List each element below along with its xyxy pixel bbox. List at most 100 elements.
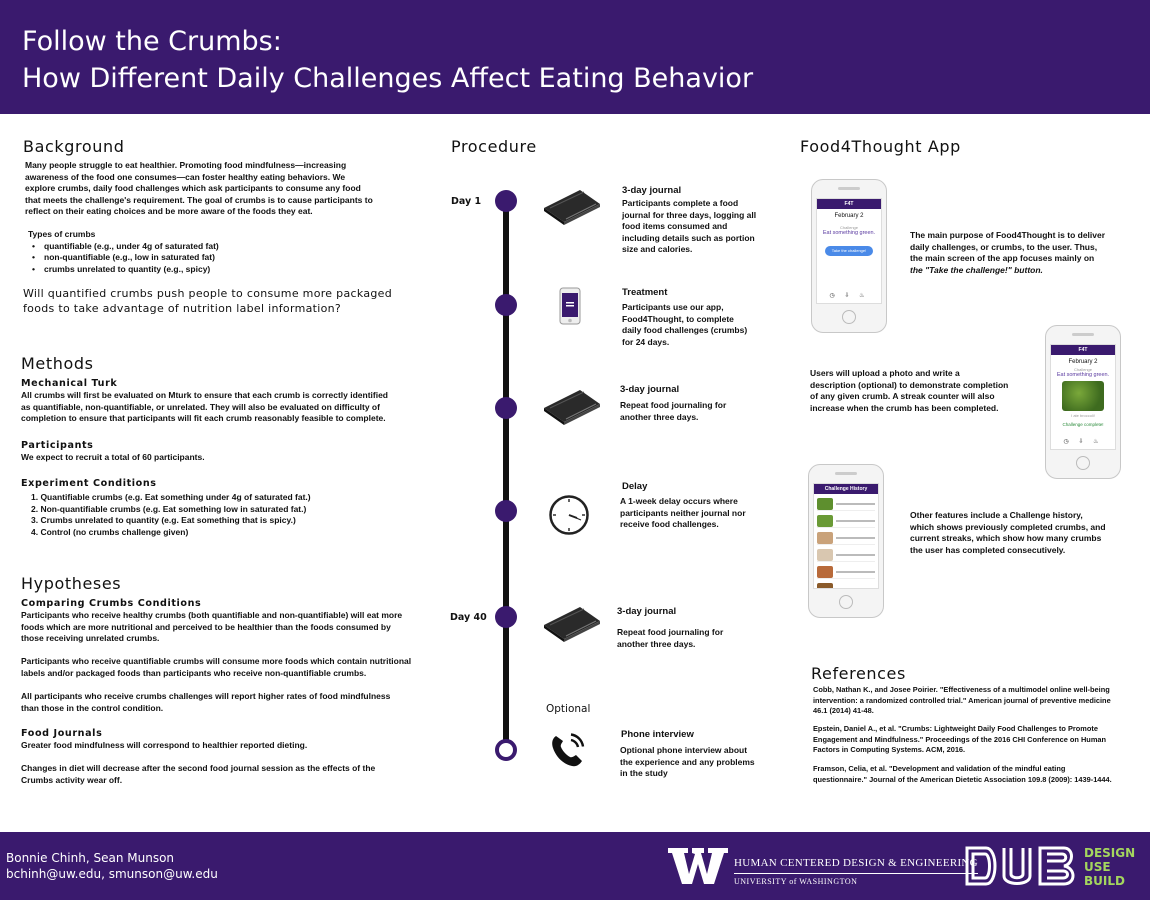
hypothesis-line: Greater food mindfulness will correspond… bbox=[21, 740, 308, 750]
hypotheses-heading: Hypotheses bbox=[21, 574, 122, 593]
background-intro-line: explore crumbs, daily food challenges wh… bbox=[25, 183, 361, 194]
app-text-line: current streaks, which show how many cru… bbox=[910, 533, 1102, 544]
app-text-line: the user has completed consecutively. bbox=[910, 544, 1066, 555]
step-description: Participants use our app, Food4Thought, … bbox=[622, 302, 748, 347]
dub-logo-icon bbox=[965, 846, 1075, 886]
participants-heading: Participants bbox=[21, 440, 94, 451]
phone-screenshot-history: Challenge History bbox=[808, 464, 884, 618]
photo-caption: I ate broccoli! bbox=[1071, 413, 1095, 418]
uw-w-logo-icon bbox=[668, 848, 728, 884]
poster-title-line1: Follow the Crumbs: bbox=[22, 26, 282, 57]
background-intro-line: awareness of the food one consumes—can f… bbox=[25, 171, 346, 182]
timeline-dot bbox=[495, 397, 517, 419]
list-item: 4. Control (no crumbs challenge given) bbox=[31, 526, 189, 537]
clock-icon bbox=[549, 495, 589, 535]
crumb-types-heading: Types of crumbs bbox=[28, 229, 96, 239]
timeline-dot-optional bbox=[495, 739, 517, 761]
app-text-line: which shows previously completed crumbs,… bbox=[910, 521, 1106, 532]
timeline-dot bbox=[495, 500, 517, 522]
app-text-line: daily challenges, or crumbs, to the user… bbox=[910, 241, 1098, 252]
mturk-text-line: completion to ensure that participants w… bbox=[21, 413, 386, 424]
app-bar: F4T bbox=[817, 199, 881, 209]
timeline-dot bbox=[495, 606, 517, 628]
research-question-line: foods to take advantage of nutrition lab… bbox=[23, 302, 342, 315]
reference-line: Framson, Celia, et al. "Development and … bbox=[813, 764, 1066, 773]
reference-line: Factors in Computing Systems. ACM, 2016. bbox=[813, 745, 966, 754]
dub-word: DESIGN bbox=[1084, 846, 1136, 860]
step-description: Repeat food journaling for another three… bbox=[620, 400, 727, 422]
day1-label: Day 1 bbox=[451, 196, 482, 207]
uw-department-name: HUMAN CENTERED DESIGN & ENGINEERING bbox=[734, 857, 978, 869]
author-block: Bonnie Chinh, Sean Munson bchinh@uw.edu,… bbox=[6, 850, 218, 882]
app-text-line: the "Take the challenge!" button. bbox=[910, 264, 1043, 275]
dub-tagline: DESIGN USE BUILD bbox=[1084, 846, 1135, 888]
screen-challenge: Eat something green. bbox=[1056, 372, 1110, 378]
screen-label: Challenge bbox=[839, 225, 858, 230]
timeline-dot bbox=[495, 294, 517, 316]
reference-line: Cobb, Nathan K., and Josee Poirier. "Eff… bbox=[813, 685, 1110, 694]
hypotheses-text: Participants who receive healthy crumbs … bbox=[21, 610, 441, 714]
challenge-complete-label: Challenge complete! bbox=[1062, 422, 1104, 427]
background-intro-line: reflect on their eating choices and be m… bbox=[25, 206, 313, 217]
journal-icon bbox=[544, 607, 600, 642]
uw-department-logo: HUMAN CENTERED DESIGN & ENGINEERING UNIV… bbox=[734, 857, 978, 886]
poster-header: Follow the Crumbs: How Different Daily C… bbox=[0, 0, 1150, 114]
mturk-text-line: as quantifiable, non-quantifiable, or un… bbox=[21, 401, 380, 412]
dub-word: USE bbox=[1084, 860, 1111, 874]
step-description: Repeat food journaling for another three… bbox=[617, 627, 724, 649]
procedure-heading: Procedure bbox=[451, 137, 537, 156]
step-description: A 1-week delay occurs where participants… bbox=[620, 496, 746, 530]
timeline-dot bbox=[495, 190, 517, 212]
hypothesis-line: than those in the control condition. bbox=[21, 702, 164, 713]
phone-screenshot-complete: F4T February 2 Challenge Eat something g… bbox=[1045, 325, 1121, 479]
poster-footer: Bonnie Chinh, Sean Munson bchinh@uw.edu,… bbox=[0, 832, 1150, 900]
journal-icon bbox=[544, 190, 600, 225]
step-title: Treatment bbox=[622, 287, 668, 298]
screen-date: February 2 bbox=[834, 213, 864, 219]
journal-icon bbox=[544, 390, 600, 425]
app-bar: F4T bbox=[1051, 345, 1115, 355]
step-description: Participants complete a food journal for… bbox=[622, 198, 757, 255]
conditions-heading: Experiment Conditions bbox=[21, 478, 157, 489]
hypothesis-line: Participants who receive quantifiable cr… bbox=[21, 656, 412, 667]
list-item: 3. Crumbs unrelated to quantity (e.g. Ea… bbox=[31, 515, 296, 526]
app-text-line: increase when the crumb has been complet… bbox=[810, 402, 999, 413]
author-names: Bonnie Chinh, Sean Munson bbox=[6, 851, 175, 865]
app-text-line: Other features include a Challenge histo… bbox=[910, 510, 1083, 520]
screen-label: Challenge bbox=[1073, 367, 1092, 372]
author-emails: bchinh@uw.edu, smunson@uw.edu bbox=[6, 867, 218, 881]
list-item: non-quantifiable (e.g., low in saturated… bbox=[28, 252, 428, 264]
list-item: crumbs unrelated to quantity (e.g., spic… bbox=[28, 264, 428, 276]
step-title: 3-day journal bbox=[617, 606, 677, 617]
day40-label: Day 40 bbox=[450, 612, 487, 623]
hypothesis-line: those receiving unrelated crumbs. bbox=[21, 633, 160, 644]
participants-text: We expect to recruit a total of 60 parti… bbox=[21, 452, 205, 462]
nav-icons: ◷ ⇩ ♨ bbox=[829, 293, 869, 299]
reference-item: Framson, Celia, et al. "Development and … bbox=[813, 764, 1143, 785]
reference-line: intervention: a randomized controlled tr… bbox=[813, 695, 1111, 705]
step-description: Optional phone interview about the exper… bbox=[620, 745, 755, 779]
list-item: quantifiable (e.g., under 4g of saturate… bbox=[28, 241, 428, 253]
conditions-list: 1. Quantifiable crumbs (e.g. Eat somethi… bbox=[21, 492, 441, 538]
step-title: Phone interview bbox=[621, 729, 694, 740]
hypothesis-line: labels and/or packaged foods than partic… bbox=[21, 667, 367, 678]
app-text-line: of any given crumb. A streak counter wil… bbox=[810, 391, 995, 402]
dub-word: BUILD bbox=[1084, 874, 1125, 888]
app-text-line: description (optional) to demonstrate co… bbox=[810, 379, 1009, 390]
research-question-line: Will quantified crumbs push people to co… bbox=[23, 287, 392, 300]
app-description-3: Other features include a Challenge histo… bbox=[910, 510, 1140, 556]
background-heading: Background bbox=[23, 137, 125, 156]
app-description-2: Users will upload a photo and write a de… bbox=[810, 368, 1030, 414]
crumb-types: Types of crumbs quantifiable (e.g., unde… bbox=[28, 229, 428, 275]
background-intro-line: Many people struggle to eat healthier. P… bbox=[25, 160, 347, 170]
reference-line: Epstein, Daniel A., et al. "Crumbs: Ligh… bbox=[813, 724, 1098, 733]
optional-label: Optional bbox=[546, 703, 591, 715]
screen-challenge: Eat something green. bbox=[822, 230, 876, 236]
hypothesis-line: All participants who receive crumbs chal… bbox=[21, 691, 391, 702]
reference-item: Cobb, Nathan K., and Josee Poirier. "Eff… bbox=[813, 685, 1143, 717]
step-title: Delay bbox=[622, 481, 648, 492]
phone-app-icon bbox=[559, 287, 581, 325]
uw-university-name: UNIVERSITY of WASHINGTON bbox=[734, 873, 978, 886]
poster-title-line2: How Different Daily Challenges Affect Ea… bbox=[22, 63, 754, 94]
food-journals-heading: Food Journals bbox=[21, 728, 103, 739]
